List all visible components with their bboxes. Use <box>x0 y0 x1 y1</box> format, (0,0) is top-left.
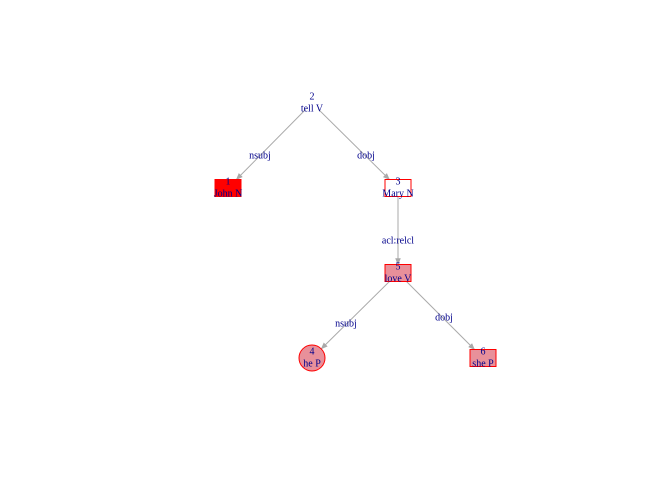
edge-5-6 <box>406 281 475 350</box>
node-shape-6 <box>469 349 497 367</box>
edge-5-4 <box>320 281 390 350</box>
node-index-1: 1 <box>226 176 231 187</box>
node-label-3: Mary N <box>382 188 413 199</box>
node-shape-1 <box>214 179 242 197</box>
edge-label-5-4: nsubj <box>335 318 357 329</box>
node-index-2: 2 <box>310 91 315 102</box>
node-index-6: 6 <box>481 346 486 357</box>
edge-label-3-5: acl:relcl <box>382 235 414 246</box>
node-label-1: John N <box>214 188 243 199</box>
node-shape-5 <box>384 264 412 282</box>
edge-label-2-3: dobj <box>357 150 375 161</box>
node-index-5: 5 <box>396 261 401 272</box>
node-label-4: he P <box>303 358 321 369</box>
node-4: 4he P <box>298 344 326 372</box>
edge-label-5-6: dobj <box>435 312 453 323</box>
node-shape-3 <box>384 179 412 197</box>
node-shape-4 <box>298 344 326 372</box>
node-index-4: 4 <box>310 346 315 357</box>
edge-label-2-1: nsubj <box>249 150 271 161</box>
node-label-5: love V <box>385 273 413 284</box>
edge-2-1 <box>235 109 307 180</box>
node-label-2: tell V <box>301 103 324 114</box>
edges-layer <box>235 108 475 350</box>
edge-labels-layer: nsubj dobj acl:relcl nsubj dobj <box>249 150 453 329</box>
edge-2-3 <box>318 108 390 180</box>
node-label-6: she P <box>472 358 494 369</box>
node-index-3: 3 <box>396 176 401 187</box>
